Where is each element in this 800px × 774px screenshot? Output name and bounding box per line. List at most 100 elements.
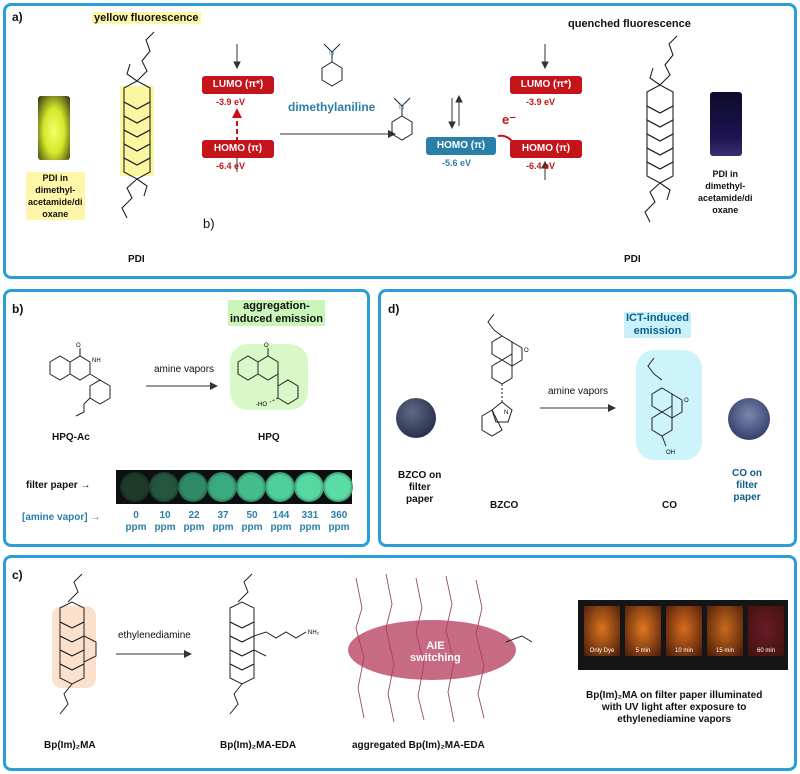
hpq-ac-arrow <box>146 382 218 390</box>
panel-d <box>378 289 797 547</box>
dimethylaniline-structure-mid: N <box>391 97 413 141</box>
aie-title: aggregation-induced emission <box>228 300 325 326</box>
filter-paper-spot <box>207 472 237 502</box>
ethylenediamine-label: ethylenediamine <box>118 630 191 641</box>
pdi-left-label: PDI <box>128 254 145 265</box>
panel-c-label: c) <box>12 568 23 582</box>
left-arrows <box>232 44 242 172</box>
uv-tile-label: 15 min <box>715 648 734 654</box>
svg-text:N: N <box>399 104 404 111</box>
filter-paper-spot <box>178 472 208 502</box>
svg-text:O: O <box>76 343 81 349</box>
dimethylaniline-structure-top: N <box>321 43 343 87</box>
pdi-right-label: PDI <box>624 254 641 265</box>
uv-tile-label: 5 min <box>635 648 651 654</box>
bzco-paper-spot <box>396 398 436 438</box>
uv-tile-label: 60 min <box>756 648 775 654</box>
right-arrows <box>541 44 549 180</box>
panel-a-label: a) <box>12 10 23 24</box>
bp-ma-eda-structure: NH₂ <box>229 573 320 715</box>
filter-paper-spot <box>323 472 353 502</box>
co-paper-spot <box>728 398 770 440</box>
panel-d-label: d) <box>388 302 400 316</box>
amine-vapor-label: [amine vapor] → <box>22 512 101 523</box>
hpq-structure: O -HO <box>230 343 308 410</box>
lumo-left-box: LUMO (π*) <box>202 76 274 94</box>
svg-text:NH: NH <box>92 358 101 364</box>
aggregated-label: aggregated Bp(Im)₂MA-EDA <box>352 740 485 751</box>
vial-yellow <box>38 96 70 160</box>
filter-paper-spot <box>294 472 324 502</box>
uv-tile-label: 10 min <box>674 648 693 654</box>
svg-text:OH: OH <box>666 450 675 456</box>
panel-b <box>3 289 370 547</box>
homo-right-energy: -6.4 eV <box>526 161 556 171</box>
lumo-right-energy: -3.9 eV <box>526 97 556 107</box>
homo-left-energy: -6.4 eV <box>216 161 246 171</box>
bp-ma-eda-label: Bp(Im)₂MA-EDA <box>220 740 297 751</box>
uv-tile: 60 min <box>748 606 784 656</box>
ethylenediamine-arrow <box>116 650 192 658</box>
hpq-ac-label: HPQ-Ac <box>52 432 90 443</box>
uv-tile: Only Dye <box>584 606 620 656</box>
uv-tile: 15 min <box>707 606 743 656</box>
co-structure: O OH <box>636 350 702 460</box>
lumo-right-box: LUMO (π*) <box>510 76 582 94</box>
filter-paper-spot <box>236 472 266 502</box>
b-subpanel-label: b) <box>203 216 215 231</box>
quenched-fluorescence-label: quenched fluorescence <box>568 18 691 30</box>
svg-text:N: N <box>504 410 508 416</box>
homo-right-box: HOMO (π) <box>510 140 582 158</box>
dimethylaniline-label: dimethylaniline <box>288 100 376 114</box>
co-label: CO <box>662 500 677 511</box>
homo-left-box: HOMO (π) <box>202 140 274 158</box>
bp-ma-label: Bp(Im)₂MA <box>44 740 96 751</box>
bzco-structure: O N <box>481 313 529 437</box>
hpq-ac-structure: O NH <box>49 343 111 417</box>
filter-paper-label: filter paper → <box>26 480 91 491</box>
pdi-structure-left <box>120 31 155 219</box>
pdi-structure-right <box>644 35 678 223</box>
vial-quenched <box>710 92 742 156</box>
uv-tile: 5 min <box>625 606 661 656</box>
lumo-left-energy: -3.9 eV <box>216 97 246 107</box>
aggregated-structure <box>348 573 533 723</box>
yellow-fluorescence-label: yellow fluorescence <box>92 12 201 24</box>
equilibrium-arrows <box>448 94 463 130</box>
uv-tile: 10 min <box>666 606 702 656</box>
homo-mid-energy: -5.6 eV <box>442 158 472 168</box>
svg-text:NH₂: NH₂ <box>308 630 320 636</box>
uv-tile-label: Only Dye <box>589 648 615 654</box>
homo-mid-box: HOMO (π) <box>426 137 496 155</box>
svg-text:O: O <box>264 343 269 349</box>
svg-text:-HO: -HO <box>256 402 267 408</box>
bp-ma-structure <box>52 573 97 715</box>
dimethylaniline-arrow <box>280 130 396 138</box>
filter-paper-spot <box>149 472 179 502</box>
bzco-label: BZCO <box>490 500 519 511</box>
bzco-arrow <box>540 404 616 412</box>
hpq-label: HPQ <box>258 432 280 443</box>
amine-vapors-label-b: amine vapors <box>154 364 215 375</box>
filter-paper-spot <box>265 472 295 502</box>
electron-label: e⁻ <box>502 112 517 127</box>
filter-paper-spot <box>120 472 150 502</box>
svg-text:N: N <box>329 50 334 57</box>
svg-text:O: O <box>684 398 689 404</box>
svg-text:O: O <box>524 348 529 354</box>
